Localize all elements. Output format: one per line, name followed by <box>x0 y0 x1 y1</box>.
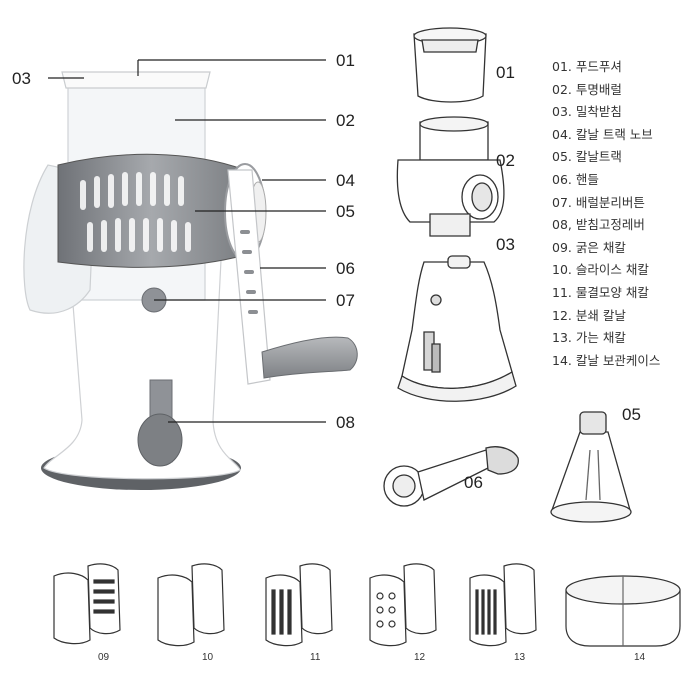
part-label-02: 02 <box>496 151 515 170</box>
part-label-03: 03 <box>496 235 515 254</box>
blade-10 <box>157 563 225 647</box>
legend-item-07: 07. 배럴분리버튼 <box>552 194 645 210</box>
handle-arm <box>227 169 271 385</box>
part-label-06: 06 <box>464 473 483 492</box>
callout-02: 02 <box>336 111 355 130</box>
callout-07: 07 <box>336 291 355 310</box>
blade-label-11: 11 <box>310 652 321 663</box>
blade-label-12: 12 <box>414 652 426 663</box>
legend-item-09: 09. 굵은 채칼 <box>552 239 626 255</box>
legend-item-04: 04. 칼날 트랙 노브 <box>552 126 653 142</box>
part-food-pusher <box>413 27 487 103</box>
legend-item-01: 01. 푸드푸셔 <box>552 59 622 74</box>
blade-label-09: 09 <box>98 652 110 663</box>
legend-item-10: 10. 슬라이스 채칼 <box>552 262 649 278</box>
legend-item-12: 12. 분쇄 칼날 <box>552 307 626 323</box>
blade-09 <box>53 563 121 645</box>
blade-12 <box>369 563 437 647</box>
legend-item-13: 13. 가는 채칼 <box>552 330 626 346</box>
callout-08: 08 <box>336 413 355 432</box>
legend-item-06: 06. 핸들 <box>552 171 599 187</box>
blade-label-13: 13 <box>514 652 526 663</box>
blade-label-10: 10 <box>202 652 214 663</box>
food-pusher <box>61 71 211 89</box>
part-barrel <box>396 116 505 237</box>
legend-item-03: 03. 밀착받침 <box>552 104 622 120</box>
blade-storage-case <box>565 575 681 647</box>
callout-03: 03 <box>12 69 31 88</box>
callout-01: 01 <box>336 51 355 70</box>
legend-item-02: 02. 투명배럴 <box>552 81 622 97</box>
blade-11 <box>265 563 333 647</box>
blade-label-14: 14 <box>634 652 646 663</box>
part-label-05: 05 <box>622 405 641 424</box>
main-assembly <box>23 71 358 490</box>
legend-item-05: 05. 칼날트랙 <box>552 149 622 165</box>
callout-06: 06 <box>336 259 355 278</box>
parts-legend: 01. 푸드푸셔 02. 투명배럴 03. 밀착받침 04. 칼날 트랙 노브 … <box>552 56 660 372</box>
callout-04: 04 <box>336 171 355 190</box>
callout-lines <box>48 59 326 423</box>
drum-slots <box>80 172 191 252</box>
callout-05: 05 <box>336 202 355 221</box>
part-label-01: 01 <box>496 63 515 82</box>
legend-item-14: 14. 칼날 보관케이스 <box>552 352 661 368</box>
blade-13 <box>469 563 537 647</box>
part-handle <box>383 446 519 507</box>
part-blade-track <box>550 411 632 523</box>
legend-item-11: 11. 물결모양 채칼 <box>552 284 649 300</box>
legend-item-08: 08, 받침고정레버 <box>552 217 645 233</box>
handle-grip <box>261 336 358 379</box>
part-suction-base <box>397 255 517 402</box>
